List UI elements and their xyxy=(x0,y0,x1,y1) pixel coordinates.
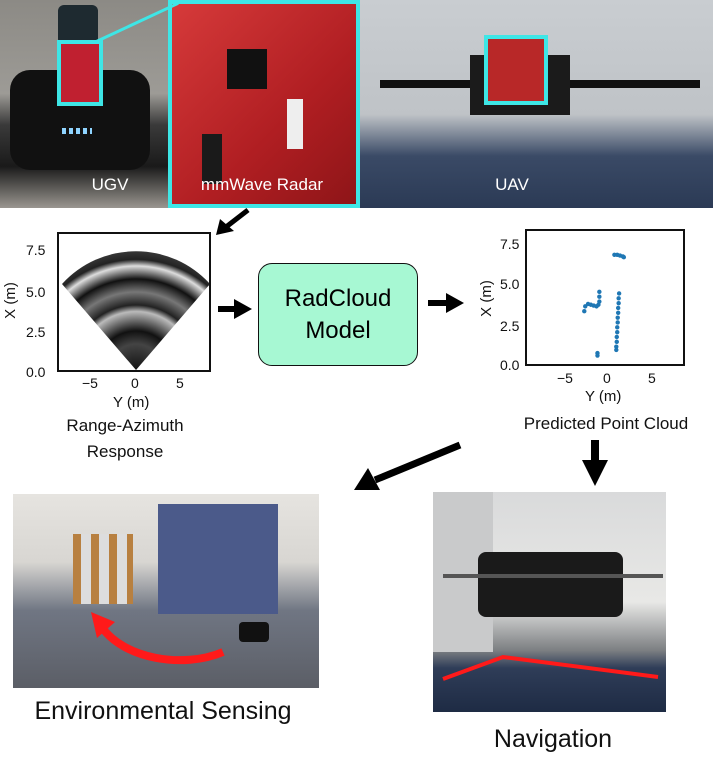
nav-caption: Navigation xyxy=(493,725,613,753)
ra-ytick: 0.0 xyxy=(26,364,46,380)
data-point xyxy=(615,305,621,311)
navigation-photo xyxy=(433,492,666,712)
data-point xyxy=(616,300,621,306)
data-point xyxy=(615,329,620,335)
range-azimuth-plot xyxy=(57,232,211,372)
data-point xyxy=(615,310,621,316)
hallway-wall-blue xyxy=(158,504,278,614)
ra-ytick: 7.5 xyxy=(26,242,46,258)
pc-xtick: 5 xyxy=(648,370,656,386)
data-point xyxy=(614,344,619,349)
pc-xtick: −5 xyxy=(557,370,573,386)
data-point xyxy=(615,320,620,325)
uav-propellers xyxy=(443,574,663,578)
red-path-line xyxy=(442,654,659,681)
environmental-sensing-photo xyxy=(13,494,319,688)
radar-connector xyxy=(202,134,222,184)
data-point xyxy=(615,315,620,320)
pc-ytick: 2.5 xyxy=(500,318,520,334)
ra-caption-2: Response xyxy=(86,442,164,461)
arrow-to-model xyxy=(218,299,252,319)
radar-label: mmWave Radar xyxy=(200,175,324,194)
pc-xlabel: Y (m) xyxy=(585,388,622,405)
data-point xyxy=(615,325,620,330)
model-title-2: Model xyxy=(305,316,371,344)
ra-ylabel: X (m) xyxy=(1,282,19,319)
ugv-photo xyxy=(0,0,172,208)
point-cloud-plot xyxy=(525,229,685,366)
red-path-arrow xyxy=(91,612,225,665)
data-point xyxy=(614,334,619,340)
data-point xyxy=(614,339,619,345)
env-caption: Environmental Sensing xyxy=(34,697,292,725)
arrow-to-nav xyxy=(582,440,608,486)
ra-xlabel: Y (m) xyxy=(113,394,150,411)
range-azimuth-heatmap xyxy=(62,251,209,370)
data-point xyxy=(594,304,599,309)
ra-caption-1: Range-Azimuth xyxy=(66,416,184,435)
uav-radar-highlight xyxy=(484,35,548,105)
pc-xtick: 0 xyxy=(603,370,611,386)
uav-label: UAV xyxy=(495,175,529,194)
radar-label-sticker xyxy=(287,99,303,149)
data-point xyxy=(621,255,627,260)
radar-photo xyxy=(168,0,360,208)
ugv-lights xyxy=(62,128,92,134)
ugv-lidar xyxy=(58,5,98,45)
uav-photo xyxy=(360,0,713,208)
radcloud-model-box: RadCloud Model xyxy=(258,263,418,366)
uav-in-flight xyxy=(478,552,623,617)
arrow-from-model xyxy=(428,293,464,313)
arrow-radar-to-plot xyxy=(216,208,250,235)
ugv-radar-highlight xyxy=(57,40,103,106)
data-point xyxy=(616,296,621,301)
ugv-label: UGV xyxy=(91,175,129,194)
pc-caption: Predicted Point Cloud xyxy=(523,414,689,433)
radar-chip xyxy=(227,49,267,89)
model-title-1: RadCloud xyxy=(284,284,392,312)
data-point xyxy=(595,353,600,358)
pc-ytick: 0.0 xyxy=(500,357,520,373)
pc-ytick: 7.5 xyxy=(500,236,520,252)
data-point xyxy=(597,294,602,299)
hallway-doors xyxy=(73,534,133,604)
arrow-to-env xyxy=(354,441,462,490)
pc-ytick: 5.0 xyxy=(500,276,520,292)
ra-ytick: 2.5 xyxy=(26,324,46,340)
data-point xyxy=(616,291,622,296)
ugv-robot xyxy=(239,622,269,642)
ra-xtick: −5 xyxy=(82,375,98,391)
ra-xtick: 0 xyxy=(131,375,139,391)
data-point xyxy=(597,289,602,295)
plot-frame xyxy=(525,229,685,366)
data-point xyxy=(582,309,587,314)
data-point xyxy=(614,347,619,353)
ra-xtick: 5 xyxy=(176,375,184,391)
ra-ytick: 5.0 xyxy=(26,284,46,300)
pc-ylabel: X (m) xyxy=(477,280,495,317)
